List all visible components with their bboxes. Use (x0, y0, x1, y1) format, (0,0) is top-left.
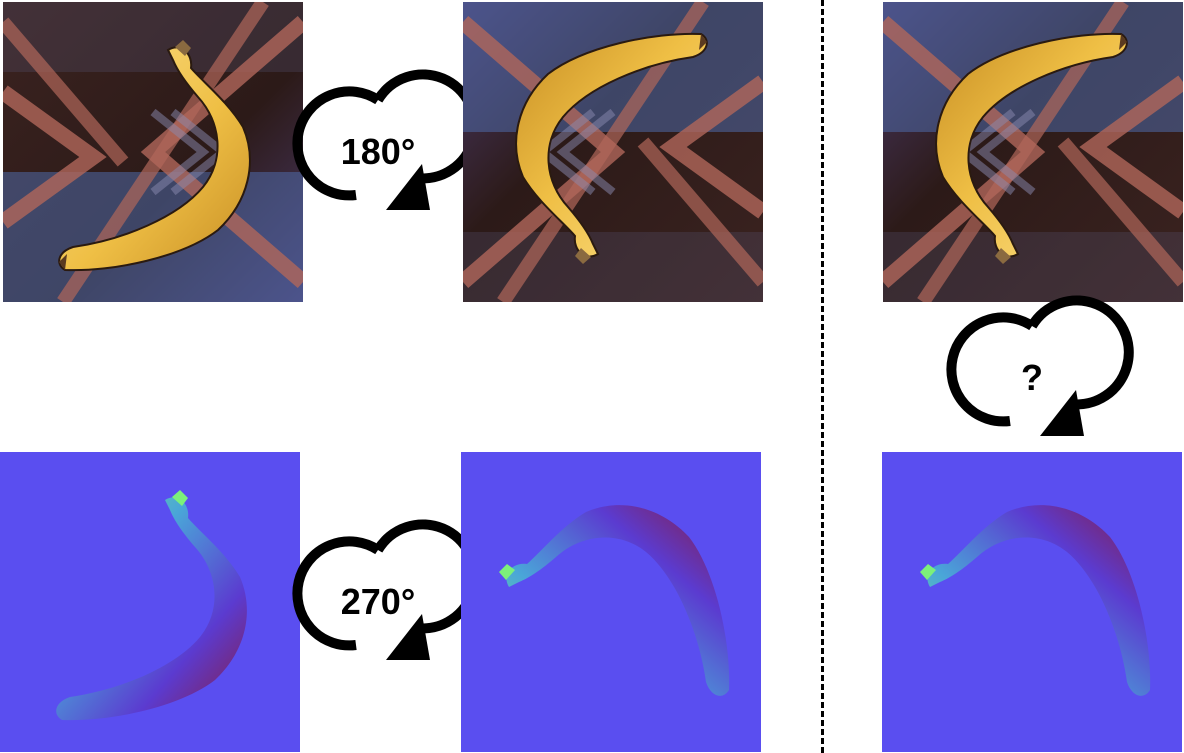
normal-map-query-tile (882, 452, 1182, 752)
rotation-180-icon: 180° (318, 92, 438, 212)
dashed-divider (821, 0, 824, 753)
rotation-270-icon: 270° (318, 542, 438, 662)
rotation-unknown-label: ? (1021, 357, 1043, 398)
rotation-unknown-icon: ? (972, 318, 1092, 438)
rotation-180-label: 180° (340, 131, 416, 172)
banana-photo-original (3, 2, 303, 302)
banana-normal-map-rotated-270 (461, 452, 761, 752)
query-image-tile (883, 2, 1183, 302)
banana-normal-map-query (882, 452, 1182, 752)
normal-map-rotated-tile (461, 452, 761, 752)
rotation-270-label: 270° (340, 581, 416, 622)
rotated-image-tile (463, 2, 763, 302)
banana-photo-query (883, 2, 1183, 302)
banana-photo-rotated-180 (463, 2, 763, 302)
normal-map-original-tile (0, 452, 300, 752)
input-image-tile (3, 2, 303, 302)
banana-normal-map-original (0, 452, 300, 752)
